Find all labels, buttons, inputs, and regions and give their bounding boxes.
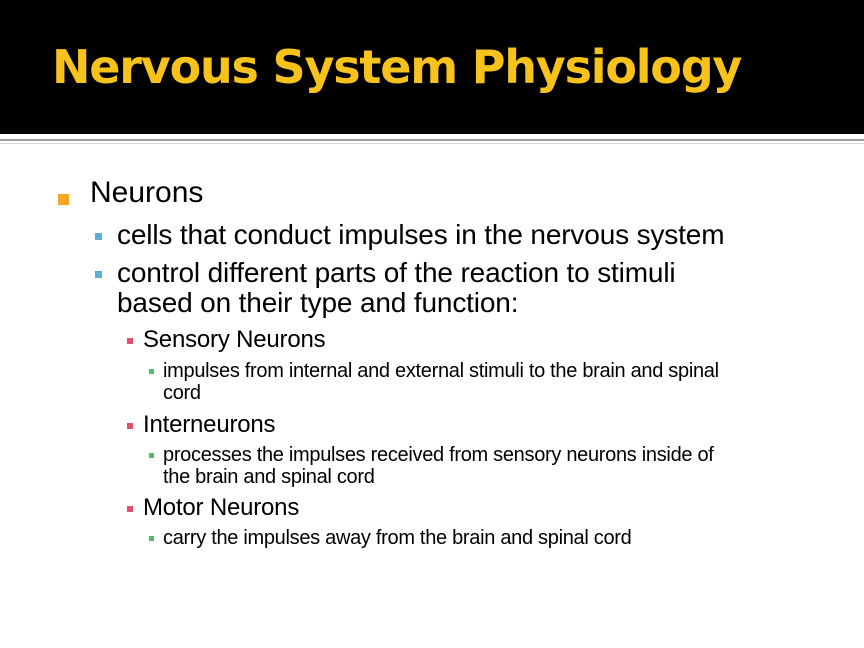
square-bullet-icon	[127, 506, 133, 512]
slide-title: Nervous System Physiology	[52, 40, 742, 94]
title-bar: Nervous System Physiology	[0, 0, 864, 134]
bullet-text: Motor Neurons	[143, 494, 300, 521]
square-bullet-icon	[127, 338, 133, 344]
bullet-text-line-2: cord	[163, 382, 201, 404]
square-bullet-icon	[95, 233, 102, 240]
bullet-text: carry the impulses away from the brain a…	[163, 527, 632, 549]
square-bullet-icon	[149, 453, 154, 458]
title-divider	[0, 139, 864, 141]
square-bullet-icon	[95, 271, 102, 278]
bullet-text: Neurons	[90, 176, 204, 209]
square-bullet-icon	[58, 194, 69, 205]
bullet-text-line-1: impulses from internal and external stim…	[163, 360, 719, 382]
bullet-text-line-2: the brain and spinal cord	[163, 466, 375, 488]
bullet-text: Interneurons	[143, 411, 276, 438]
bullet-text: cells that conduct impulses in the nervo…	[117, 219, 725, 250]
title-divider-shadow	[0, 143, 864, 144]
square-bullet-icon	[127, 423, 133, 429]
bullet-text-line-2: based on their type and function:	[117, 287, 519, 318]
bullet-text-line-1: control different parts of the reaction …	[117, 257, 676, 288]
bullet-text-line-1: processes the impulses received from sen…	[163, 444, 714, 466]
square-bullet-icon	[149, 536, 154, 541]
square-bullet-icon	[149, 369, 154, 374]
bullet-text: Sensory Neurons	[143, 326, 326, 353]
